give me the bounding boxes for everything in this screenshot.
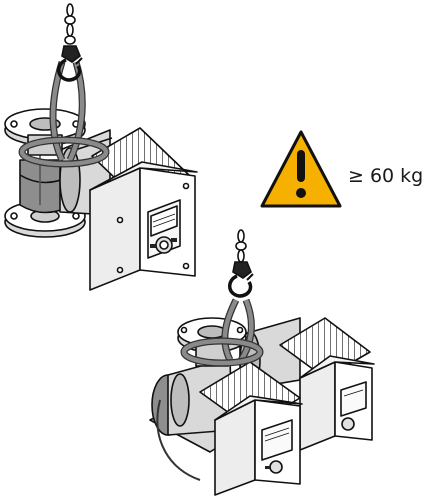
twin-pump-chain-hook-icon [228,229,254,298]
single-pump-chain-hook-icon [57,3,83,82]
twin-pump-left-module [214,395,303,496]
single-pump-illustration [4,108,198,291]
warning-triangle-icon [260,130,342,208]
single-pump-top-flange [4,108,86,156]
twin-pump-lifting-sling [156,298,264,481]
single-pump-display [147,199,181,259]
twin-pump-right-module [299,355,375,451]
twin-pump-left-motor [151,357,233,436]
twin-pump-illustration [149,317,375,496]
weight-label: ≥ 60 kg [348,165,424,187]
single-pump-electronic-module [89,161,198,291]
